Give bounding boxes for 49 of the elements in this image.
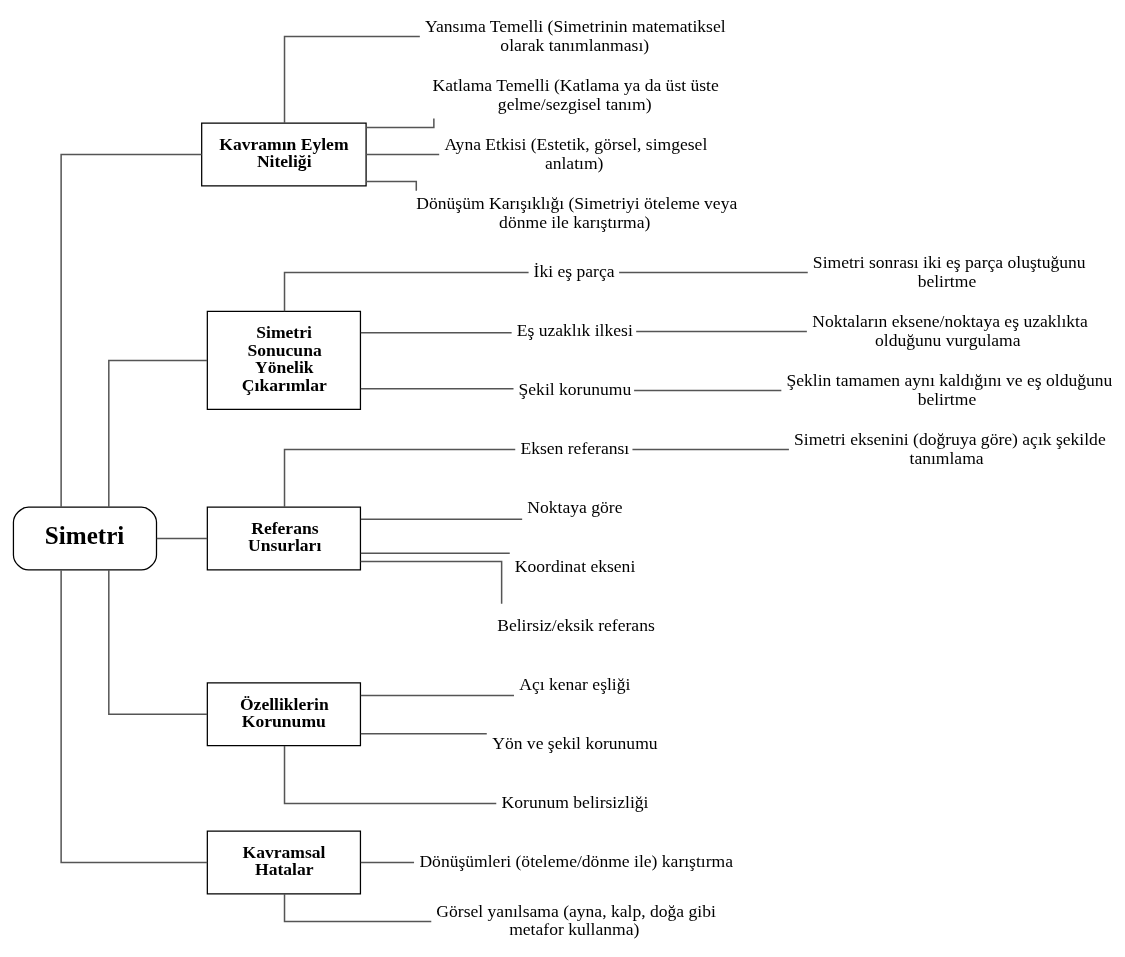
connector [360, 861, 415, 863]
node-text: İki eş parça [533, 260, 615, 281]
connector [283, 35, 421, 124]
node-text: Açı kenar eşliği [519, 673, 631, 694]
node-box: Referans Unsurları [206, 506, 362, 571]
connector [60, 153, 203, 508]
node-text: Belirsiz/eksik referans [497, 614, 655, 635]
node-text: Dönüşümleri (öteleme/dönme ile) karıştırma [419, 850, 734, 871]
node-box: Simetri Sonucuna Yönelik Çıkarımlar [206, 310, 362, 410]
node-box: Kavramın Eylem Niteliği [201, 122, 367, 187]
node-text: Dönüşüm Karışıklığı (Simetriyi öteleme veya dönme ile karıştırma) [416, 192, 738, 232]
connector [360, 552, 511, 554]
connector [283, 271, 530, 312]
connector [360, 694, 515, 696]
node-box: Kavramsal Hatalar [206, 829, 362, 894]
node-text: Simetri sonrası iki eş parça oluştuğunu belirtme [812, 251, 1086, 291]
node-text: Görsel yanılsama (ayna, kalp, doğa gibi metafor kullanma) [436, 900, 716, 939]
connector [633, 389, 783, 391]
connector [360, 732, 488, 735]
node-text: Noktaların eksene/noktaya eş uzaklıkta olduğunu vurgulama [812, 310, 1088, 350]
node-text: Ayna Etkisi (Estetik, görsel, simgesel anlatım) [444, 133, 708, 173]
connector [360, 387, 515, 389]
connector [365, 153, 440, 155]
node-text: Korunum belirsizliği [501, 791, 649, 812]
node-box: Özelliklerin Korunumu [206, 681, 362, 746]
connector [283, 744, 498, 804]
connector [60, 569, 208, 863]
connector [108, 568, 208, 715]
node-text: Noktaya göre [527, 496, 623, 517]
connector [359, 560, 503, 605]
node-text: Şekil korunumu [518, 378, 632, 399]
node-text: Yön ve şekil korunumu [492, 732, 658, 753]
connector [631, 448, 790, 450]
connector [156, 537, 208, 539]
node-text: Simetri eksenini (doğruya göre) açık şekilde tanımlama [794, 428, 1106, 468]
node-text: Katlama Temelli (Katlama ya da üst üste gelme/sezgisel tanım) [432, 74, 719, 114]
connector [618, 271, 809, 273]
node-text: Yansıma Temelli (Simetrinin matematiksel olarak tanımlanması) [425, 15, 726, 55]
node-text: Şeklin tamamen aynı kaldığını ve eş olduğunu belirtme [786, 369, 1113, 409]
connector [108, 359, 208, 508]
connector [283, 448, 516, 508]
connector [360, 517, 523, 520]
node-text: Koordinat ekseni [514, 555, 636, 576]
connector [635, 330, 808, 332]
connector [360, 331, 513, 334]
node-box: Simetri [12, 506, 158, 571]
node-text: Eksen referansı [520, 437, 630, 458]
node-text: Eş uzaklık ilkesi [516, 319, 633, 340]
connector [283, 892, 433, 922]
